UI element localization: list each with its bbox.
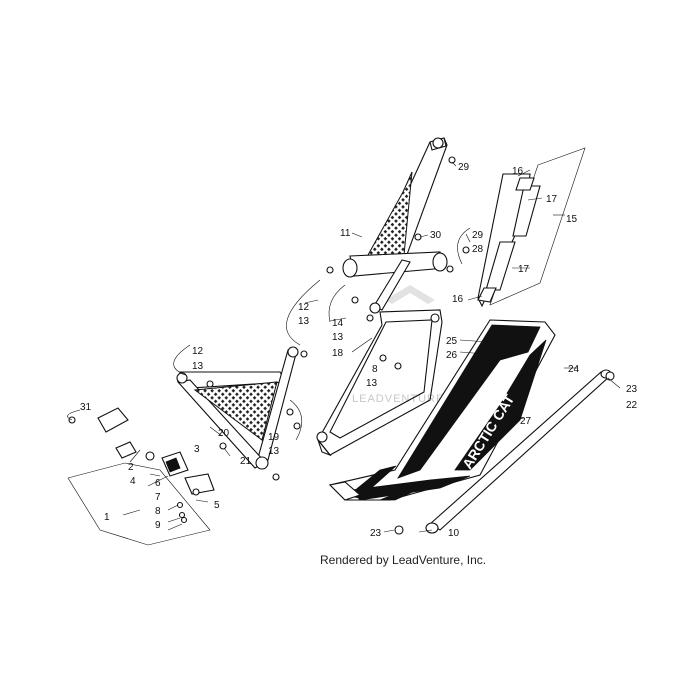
callout-29a: 29	[458, 162, 470, 173]
callout-27: 27	[520, 416, 532, 427]
watermark-text: LEADVENTURE	[352, 393, 444, 405]
callout-7: 7	[155, 492, 161, 503]
callout-20: 20	[218, 428, 230, 439]
callout-13c: 13	[332, 332, 344, 343]
callout-14: 14	[332, 318, 344, 329]
callout-26: 26	[446, 350, 458, 361]
callout-15: 15	[566, 214, 578, 225]
callout-13b: 13	[192, 361, 204, 372]
callout-4: 4	[130, 476, 136, 487]
callout-18: 18	[332, 348, 344, 359]
callout-2: 2	[128, 462, 134, 473]
callout-23b: 23	[370, 528, 382, 539]
callout-24: 24	[568, 364, 580, 375]
callout-30: 30	[430, 230, 442, 241]
side-panel: ARCTIC CAT	[328, 319, 556, 501]
callouts: 1 2 3 4 5 6 7 8 9 8 10 11 12 13 12 13 14…	[80, 162, 638, 539]
callout-23a: 23	[626, 384, 638, 395]
callout-1: 1	[104, 512, 110, 523]
callout-13d: 13	[366, 378, 378, 389]
fasteners	[68, 156, 615, 535]
callout-17b: 17	[518, 264, 530, 275]
callout-17a: 17	[546, 194, 558, 205]
callout-12a: 12	[298, 302, 310, 313]
callout-29b: 29	[472, 230, 484, 241]
callout-13a: 13	[298, 316, 310, 327]
upper-front-frame	[342, 137, 448, 314]
callout-9: 9	[155, 520, 161, 531]
callout-22: 22	[626, 400, 638, 411]
callout-25: 25	[446, 336, 458, 347]
credit-text: Rendered by LeadVenture, Inc.	[320, 553, 486, 567]
callout-13e: 13	[268, 446, 280, 457]
callout-10: 10	[448, 528, 460, 539]
callout-8b: 8	[372, 364, 378, 375]
callout-11: 11	[340, 228, 351, 239]
callout-6: 6	[155, 478, 161, 489]
leader-lines	[67, 161, 621, 533]
decal-sheet-15	[477, 147, 586, 308]
callout-16a: 16	[512, 166, 524, 177]
callout-8a: 8	[155, 506, 161, 517]
callout-12b: 12	[192, 346, 204, 357]
callout-19: 19	[268, 432, 280, 443]
callout-3: 3	[194, 444, 200, 455]
watermark: LEADVENTURE	[352, 285, 444, 405]
callout-31: 31	[80, 402, 92, 413]
bracket-assembly-1	[67, 407, 215, 546]
callout-16b: 16	[452, 294, 464, 305]
callout-28: 28	[472, 244, 484, 255]
callout-5: 5	[214, 500, 220, 511]
side-frame-18	[316, 309, 443, 457]
callout-21: 21	[240, 456, 252, 467]
